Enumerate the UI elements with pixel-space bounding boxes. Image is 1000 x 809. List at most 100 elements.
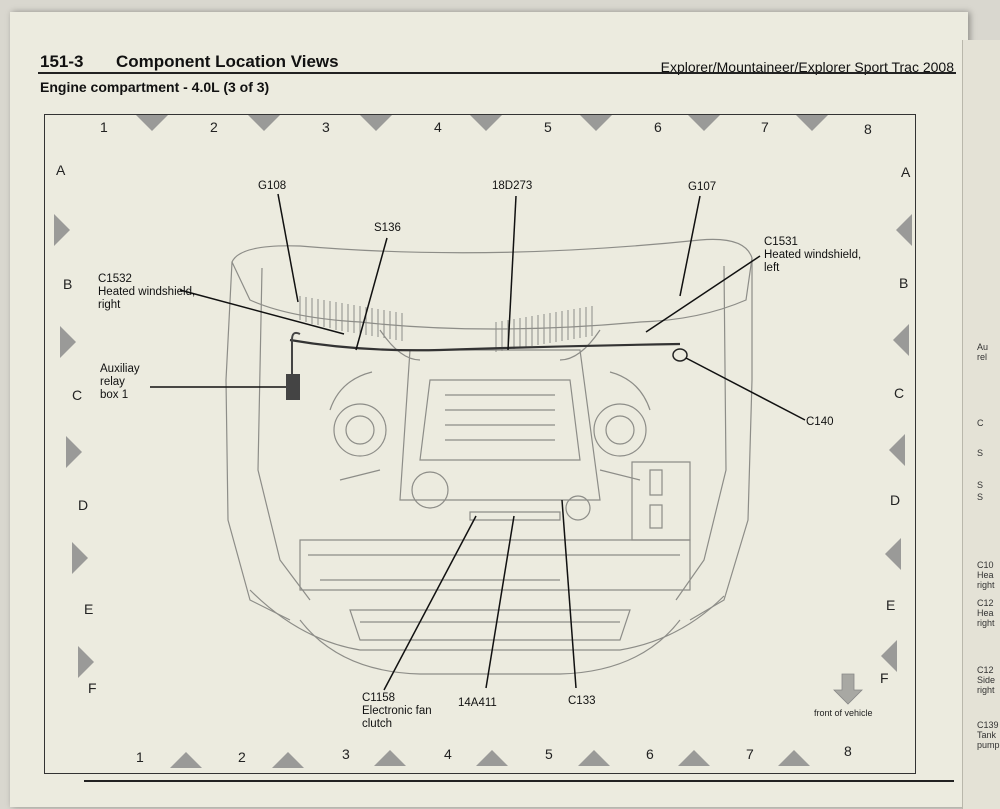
grid-tick xyxy=(60,326,76,358)
adjacent-fragment: C12 xyxy=(977,598,994,608)
grid-col-label: 7 xyxy=(746,746,754,762)
diagram-frame xyxy=(44,114,916,774)
callout-auxiliary-relay: Auxiliay relay box 1 xyxy=(100,363,140,402)
adjacent-page-edge: Au rel C S S S C10 Hea right C12 Hea rig… xyxy=(962,40,1000,809)
grid-tick xyxy=(889,434,905,466)
grid-row-label: F xyxy=(880,670,889,686)
callout-s136: S136 xyxy=(374,222,401,234)
adjacent-fragment: right xyxy=(977,685,995,695)
adjacent-fragment: Tank xyxy=(977,730,997,740)
grid-col-label: 1 xyxy=(100,119,108,135)
callout-aux-line1: Auxiliay xyxy=(100,363,140,375)
adjacent-fragment: Au xyxy=(977,342,989,352)
grid-row-label: D xyxy=(890,492,901,508)
grid-tick xyxy=(470,115,502,131)
callout-c1531-side: left xyxy=(764,262,780,274)
grid-col-label: 2 xyxy=(210,119,218,135)
grid-tick xyxy=(170,752,202,768)
harness xyxy=(289,338,681,352)
grid-tick xyxy=(476,750,508,766)
callout-c1532-desc: Heated windshield, xyxy=(98,286,196,298)
callout-18d273: 18D273 xyxy=(492,180,533,192)
grid-row-label: B xyxy=(899,275,909,291)
callout-c1531-id: C1531 xyxy=(764,236,798,248)
adjacent-fragment: C10 xyxy=(977,560,994,570)
callout-aux-line2: relay xyxy=(100,376,125,388)
front-of-vehicle-label: front of vehicle xyxy=(814,708,873,718)
vehicle-title: Explorer/Mountaineer/Explorer Sport Trac… xyxy=(660,59,954,75)
footer-rule xyxy=(84,780,954,782)
grid-col-label: 8 xyxy=(844,743,852,759)
grid-tick xyxy=(688,115,720,131)
adjacent-fragment: C139 xyxy=(977,720,999,730)
callout-c1532-id: C1532 xyxy=(98,273,132,285)
grid-col-label: 6 xyxy=(646,746,654,762)
adjacent-fragment: Side xyxy=(977,675,996,685)
grid-col-label: 6 xyxy=(654,119,662,135)
grid-row-label: F xyxy=(88,680,97,696)
grid-tick xyxy=(578,750,610,766)
adjacent-fragment: S xyxy=(977,480,984,490)
callout-c1158-desc2: clutch xyxy=(362,718,393,730)
callout-c1532: C1532 Heated windshield, right xyxy=(98,273,195,312)
callout-c1532-side: right xyxy=(98,299,121,311)
grid-row-label: A xyxy=(56,162,66,178)
callout-c1158-desc1: Electronic fan xyxy=(362,705,432,717)
grid-col-label: 3 xyxy=(342,746,350,762)
grid-tick xyxy=(136,115,168,131)
section-number: 151-3 xyxy=(40,52,84,71)
grid-tick xyxy=(893,324,909,356)
grid-tick xyxy=(72,542,88,574)
grid-row-label: A xyxy=(901,164,911,180)
grid-row-label: E xyxy=(886,597,896,613)
adjacent-fragment: C xyxy=(977,418,984,428)
callout-c133: C133 xyxy=(568,695,596,707)
callout-c1158-id: C1158 xyxy=(362,692,396,704)
grid-tick xyxy=(54,214,70,246)
relay-wire xyxy=(291,331,301,374)
vehicle-outline xyxy=(225,238,753,675)
grid-tick xyxy=(78,646,94,678)
callout-c140: C140 xyxy=(806,416,834,428)
callout-c1158: C1158 Electronic fan clutch xyxy=(362,692,432,731)
callout-14a411: 14A411 xyxy=(458,697,497,709)
grid-col-label: 5 xyxy=(545,746,553,762)
grid-row-label: B xyxy=(63,276,73,292)
grid-tick xyxy=(272,752,304,768)
grid-tick xyxy=(896,214,912,246)
header-rule xyxy=(38,72,956,74)
grid-tick xyxy=(360,115,392,131)
grid-tick xyxy=(778,750,810,766)
grid-row-label: C xyxy=(72,387,83,403)
page-subtitle: Engine compartment - 4.0L (3 of 3) xyxy=(40,79,270,95)
grid-col-label: 4 xyxy=(444,746,452,762)
callout-g108: G108 xyxy=(258,180,287,192)
adjacent-fragment: S xyxy=(977,448,984,458)
callout-g107: G107 xyxy=(688,181,717,193)
callout-c1531-desc: Heated windshield, xyxy=(764,249,862,261)
grid-tick xyxy=(374,750,406,766)
callout-c1531: C1531 Heated windshield, left xyxy=(764,236,861,275)
grid-col-label: 4 xyxy=(434,119,442,135)
auxiliary-relay-box xyxy=(286,374,300,400)
adjacent-fragment: Hea xyxy=(977,608,994,618)
grid-col-label: 1 xyxy=(136,749,144,765)
callout-aux-line3: box 1 xyxy=(100,389,129,401)
grid-tick xyxy=(678,750,710,766)
adjacent-fragment: pump xyxy=(977,740,1000,750)
grid-row-label: C xyxy=(894,385,905,401)
grid-col-label: 3 xyxy=(322,119,330,135)
cowl-vent-left xyxy=(299,296,403,341)
grid-col-label: 5 xyxy=(544,119,552,135)
grid-tick xyxy=(248,115,280,131)
grid-row-label: D xyxy=(78,497,89,513)
adjacent-fragment: S xyxy=(977,492,984,502)
adjacent-fragment: right xyxy=(977,580,995,590)
grid-col-label: 2 xyxy=(238,749,246,765)
leader-lines xyxy=(150,193,806,691)
grid-col-label: 7 xyxy=(761,119,769,135)
cowl-vent-right xyxy=(495,306,593,352)
c140-connector xyxy=(672,348,688,362)
grid-tick xyxy=(66,436,82,468)
